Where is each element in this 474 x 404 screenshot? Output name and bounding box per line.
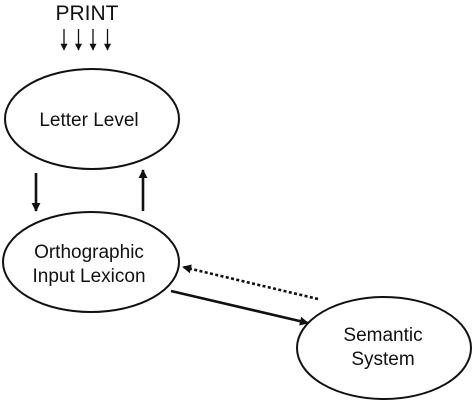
edge-semantic-to-orthographic [182, 264, 319, 301]
orthographic-input-lexicon-label-line-2: Input Lexicon [32, 266, 145, 287]
semantic-system-ellipse [296, 296, 472, 400]
orthographic-input-lexicon-label-line-1: Orthographic [34, 242, 144, 263]
letter-level-ellipse [4, 68, 180, 170]
print-input-arrows [60, 29, 111, 51]
node-semantic-system: Semantic System [296, 296, 472, 400]
orthographic-input-lexicon-ellipse [2, 211, 180, 313]
semantic-system-label-line-1: Semantic [343, 325, 422, 346]
node-letter-level: Letter Level [4, 68, 180, 170]
letter-level-label: Letter Level [39, 110, 138, 131]
edge-orthographic-to-semantic [170, 289, 309, 326]
print-label: PRINT [56, 2, 119, 25]
semantic-system-label-line-2: System [351, 349, 414, 370]
node-orthographic-input-lexicon: Orthographic Input Lexicon [2, 211, 180, 313]
